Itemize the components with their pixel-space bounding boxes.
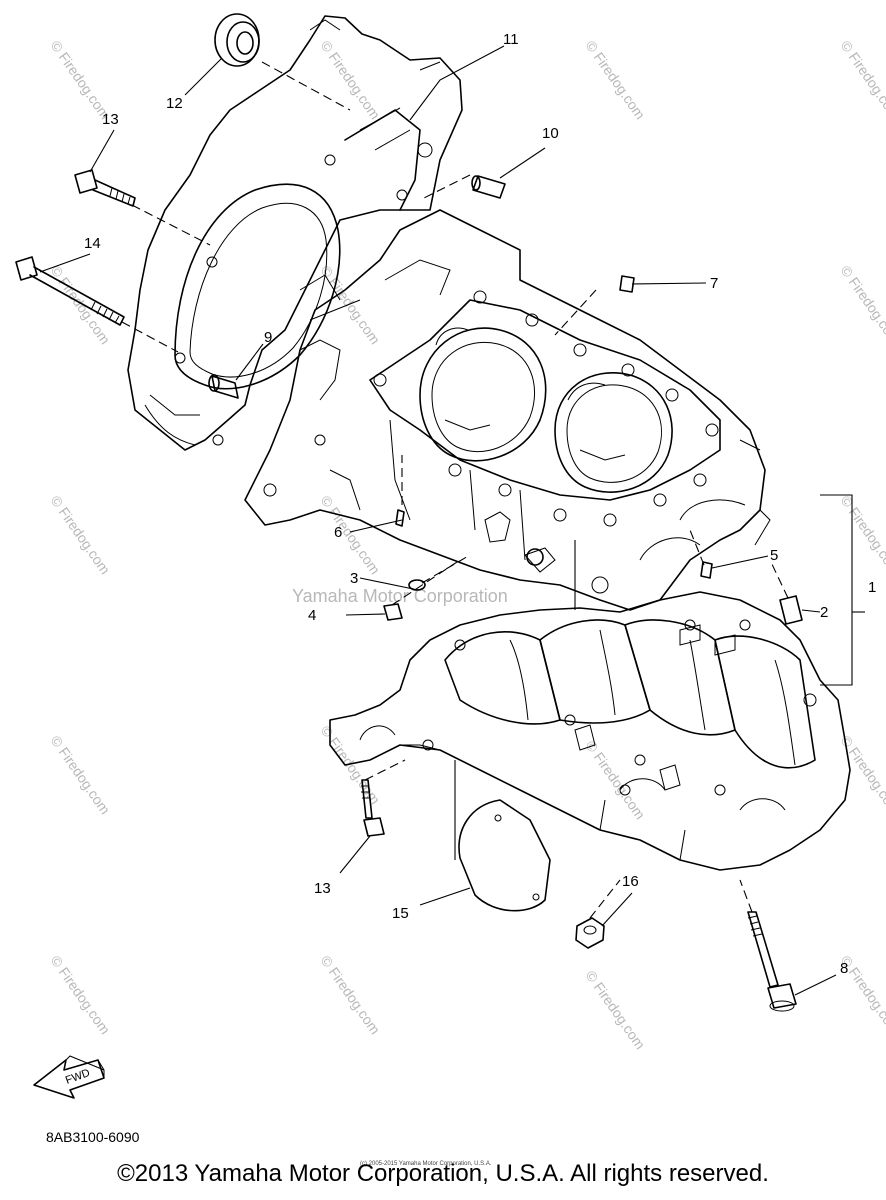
- watermark: © Firedog.com: [583, 38, 649, 123]
- fine-print: (c) 2005-2015 Yamaha Motor Corporation, …: [360, 1161, 492, 1167]
- leader-lines: [39, 45, 865, 996]
- callout-6: 6: [334, 524, 342, 541]
- watermark-layer: © Firedog.com © Firedog.com © Firedog.co…: [48, 38, 886, 1053]
- crankcase-cover-11: [127, 15, 463, 451]
- fwd-arrow-icon: FWD: [33, 1055, 105, 1099]
- watermark-center: Yamaha Motor Corporation: [292, 586, 508, 606]
- dowel-pin-10: [471, 175, 506, 199]
- callout-4: 4: [308, 607, 316, 624]
- nut-16: [575, 917, 605, 949]
- watermark: © Firedog.com: [318, 263, 384, 348]
- callout-9: 9: [264, 329, 272, 346]
- callout-11: 11: [503, 31, 519, 48]
- copyright-text: ©2013 Yamaha Motor Corporation, U.S.A. A…: [117, 1160, 769, 1187]
- bearing-12: [214, 13, 260, 67]
- watermark: © Firedog.com: [48, 733, 114, 818]
- callout-12: 12: [166, 95, 183, 112]
- watermark: © Firedog.com: [318, 38, 384, 123]
- lower-crankcase: [329, 591, 851, 871]
- watermark: © Firedog.com: [838, 263, 886, 348]
- callout-10: 10: [542, 125, 559, 142]
- callout-5: 5: [770, 547, 778, 564]
- watermark: © Firedog.com: [48, 38, 114, 123]
- watermark: © Firedog.com: [838, 493, 886, 578]
- callout-16: 16: [622, 873, 639, 890]
- watermark: © Firedog.com: [318, 493, 384, 578]
- upper-crankcase: [244, 209, 771, 611]
- bolt-14: [15, 256, 125, 326]
- callout-numbers: 1 2 3 4 5 6 7 8 9 10 11 12 13 13 14 15 1…: [84, 31, 876, 977]
- bolt-8: [747, 911, 797, 1012]
- watermark: © Firedog.com: [48, 953, 114, 1038]
- callout-3: 3: [350, 570, 358, 587]
- watermark: © Firedog.com: [48, 493, 114, 578]
- callout-14: 14: [84, 235, 101, 252]
- watermark: © Firedog.com: [583, 738, 649, 823]
- watermark: © Firedog.com: [838, 733, 886, 818]
- callout-1: 1: [868, 579, 876, 596]
- callout-13-upper: 13: [102, 111, 119, 128]
- watermark: © Firedog.com: [583, 968, 649, 1053]
- watermark: © Firedog.com: [318, 953, 384, 1038]
- callout-8: 8: [840, 960, 848, 977]
- small-parts-upper: [383, 275, 803, 625]
- dowel-9: [208, 374, 239, 399]
- callout-7: 7: [710, 275, 718, 292]
- callout-2: 2: [820, 604, 828, 621]
- part-code: 8AB3100-6090: [46, 1129, 140, 1145]
- callout-13-lower: 13: [314, 880, 331, 897]
- dashed-alignment-lines: [121, 61, 789, 919]
- cover-plate-15: [458, 799, 551, 912]
- bolt-13-upper: [74, 169, 136, 207]
- watermark: © Firedog.com: [838, 38, 886, 123]
- callout-15: 15: [392, 905, 409, 922]
- watermark: © Firedog.com: [318, 723, 384, 808]
